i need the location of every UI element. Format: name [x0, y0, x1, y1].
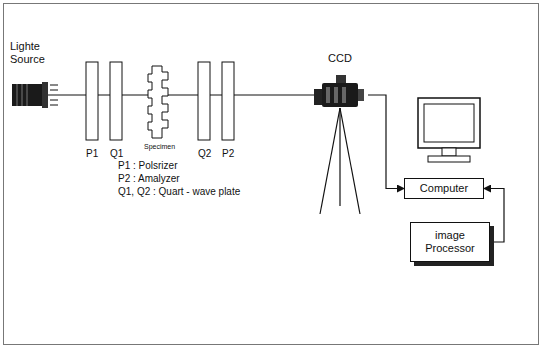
figure-frame — [4, 4, 539, 345]
quarter-wave-plate — [198, 62, 210, 140]
part-name: Q2 — [198, 148, 211, 160]
part-name: Q1 — [110, 148, 123, 160]
legend-note: P2 : Amalyzer — [118, 173, 180, 185]
polarizer-plate — [86, 62, 98, 140]
legend-note: P1 : Polsrizer — [118, 160, 177, 172]
part-name: P1 — [86, 148, 98, 160]
tripod — [320, 108, 360, 214]
processor-box: image Processor — [410, 222, 490, 262]
specimen — [148, 66, 168, 138]
signal-line — [368, 95, 404, 189]
device-name: CCD — [312, 52, 368, 65]
computer-box: Computer — [404, 178, 484, 199]
light-source-label: Lighte Source — [10, 40, 58, 66]
legend-note: Q1, Q2 : Quart - wave plate — [118, 186, 240, 198]
box-label: image Processor — [415, 229, 485, 255]
part-name: Specimen — [144, 142, 175, 151]
part-name: P2 — [222, 148, 234, 160]
box-label: Computer — [420, 182, 468, 195]
ccd-camera: CCD — [312, 52, 368, 109]
quarter-wave-plate — [110, 62, 122, 140]
computer-monitor — [418, 98, 480, 162]
analyzer-plate — [222, 62, 234, 140]
camera-body — [312, 69, 368, 109]
